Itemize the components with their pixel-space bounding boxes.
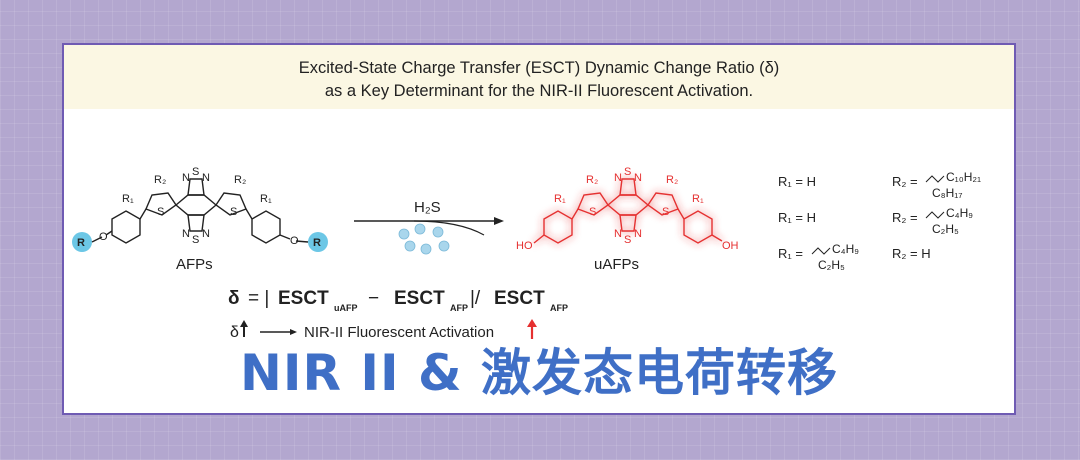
r-label-left: R: [77, 237, 85, 249]
row1-r2-bot: C₈H₁₇: [932, 186, 962, 200]
n-label-1: N: [182, 172, 190, 184]
chinese-title: NIR II & 激发态电荷转移: [240, 344, 838, 402]
row3-r1: R₁ =: [778, 246, 803, 261]
header-line-2: as a Key Determinant for the NIR-II Fluo…: [324, 82, 754, 100]
s-label-u3: S: [624, 166, 631, 178]
afp-molecule: [72, 178, 328, 252]
eq-sub-afp-1: AFP: [450, 303, 468, 313]
r2-label-uafp-left: R₂: [586, 174, 598, 186]
eq-sub-uafp: uAFP: [334, 303, 358, 313]
activation-line: δ NIR-II Fluorescent Activation: [230, 319, 537, 339]
row3-r2: R₂ = H: [892, 246, 931, 261]
activation-delta: δ: [230, 324, 239, 339]
eq-esct-3: ESCT: [494, 288, 545, 309]
eq-esct-2: ESCT: [394, 288, 445, 309]
afps-label: AFPs: [176, 256, 213, 273]
reaction-arrow: H₂S: [354, 199, 504, 255]
s-label-u4: S: [624, 234, 631, 246]
s-label-1: S: [157, 206, 164, 218]
n-label-u4: N: [634, 228, 642, 240]
r1-label-uafp-left: R₁: [554, 193, 566, 205]
reaction-scheme: R R O O R₁ R₂ R₂ R₁ S S N S N N S N AFPs…: [72, 166, 981, 339]
eq-esct-1: ESCT: [278, 288, 329, 309]
r1-label-right: R₁: [260, 193, 272, 205]
eq-delta: δ: [228, 288, 240, 309]
r-label-right: R: [313, 237, 321, 249]
s-label-3: S: [192, 166, 199, 178]
eq-sub-afp-2: AFP: [550, 303, 568, 313]
substituent-legend: R₁ = H R₂ = C₁₀H₂₁ C₈H₁₇ R₁ = H R₂ = C₄H…: [778, 170, 981, 272]
eq-minus: −: [368, 288, 379, 309]
reagent-label: H₂S: [414, 199, 441, 216]
row1-r2-top: C₁₀H₂₁: [946, 170, 981, 184]
row1-r2: R₂ =: [892, 174, 918, 189]
s-label-u2: S: [662, 206, 669, 218]
header-line-1: Excited-State Charge Transfer (ESCT) Dyn…: [298, 59, 780, 77]
n-label-2: N: [202, 172, 210, 184]
r1-label-uafp-right: R₁: [692, 193, 704, 205]
s-label-u1: S: [589, 206, 596, 218]
oh-label: OH: [722, 240, 739, 252]
ho-label: HO: [516, 240, 533, 252]
o-label-right: O: [290, 235, 299, 247]
row2-r1: R₁ = H: [778, 210, 816, 225]
figure-header: Excited-State Charge Transfer (ESCT) Dyn…: [64, 45, 1014, 109]
r2-label-right: R₂: [234, 174, 246, 186]
eq-bar-slash: |/: [470, 288, 481, 309]
s-label-2: S: [230, 206, 237, 218]
figure-card: Excited-State Charge Transfer (ESCT) Dyn…: [62, 43, 1016, 415]
uafp-molecule: [533, 178, 723, 244]
delta-equation: δ = | ESCT uAFP − ESCT AFP |/ ESCT AFP: [228, 288, 568, 313]
h2s-bubbles: [398, 223, 450, 255]
row3-r1-top: C₄H₉: [832, 242, 859, 256]
n-label-u2: N: [634, 172, 642, 184]
s-label-4: S: [192, 234, 199, 246]
n-label-3: N: [182, 228, 190, 240]
eq-mid: = |: [248, 288, 269, 309]
row2-r2: R₂ =: [892, 210, 918, 225]
o-label-left: O: [99, 231, 108, 243]
uafps-label: uAFPs: [594, 256, 639, 273]
row1-r1: R₁ = H: [778, 174, 816, 189]
row3-r1-bot: C₂H₅: [818, 258, 845, 272]
n-label-4: N: [202, 228, 210, 240]
r2-label-left: R₂: [154, 174, 166, 186]
n-label-u3: N: [614, 228, 622, 240]
activation-text: NIR-II Fluorescent Activation: [304, 324, 494, 339]
r2-label-uafp-right: R₂: [666, 174, 678, 186]
r1-label-left: R₁: [122, 193, 134, 205]
row2-r2-top: C₄H₉: [946, 206, 973, 220]
row2-r2-bot: C₂H₅: [932, 222, 959, 236]
n-label-u1: N: [614, 172, 622, 184]
